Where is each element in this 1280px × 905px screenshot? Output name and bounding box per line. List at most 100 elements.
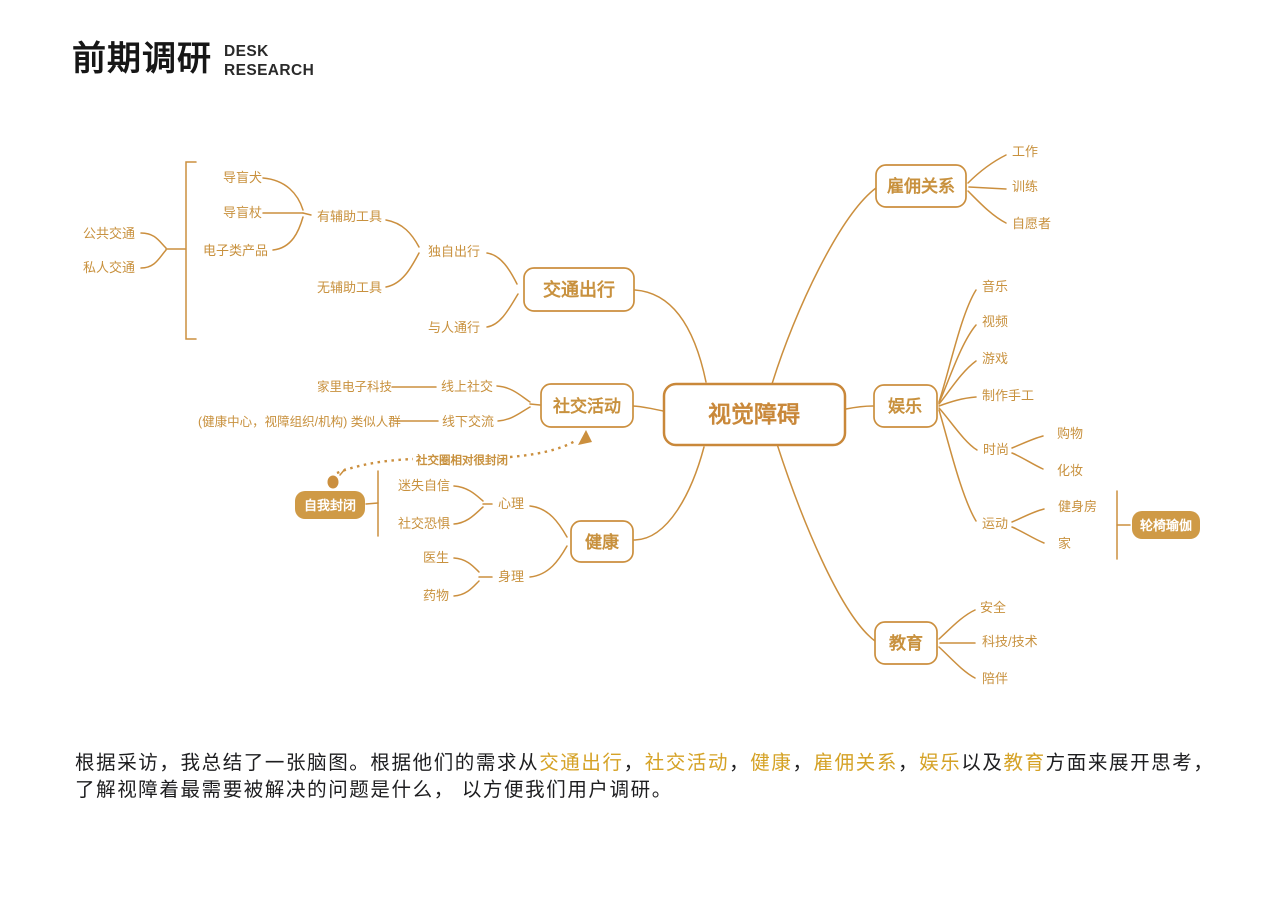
transport-box	[523, 267, 635, 312]
connector	[938, 646, 976, 679]
node-sports: 运动	[982, 516, 1008, 531]
node-mental: 心理	[498, 496, 524, 511]
connector	[938, 396, 977, 407]
connector	[262, 177, 304, 211]
connector	[140, 232, 167, 249]
connector	[385, 252, 420, 288]
connector	[967, 154, 1007, 184]
node-training: 训练	[1012, 179, 1038, 194]
node-guide-dog: 导盲犬	[223, 170, 262, 185]
keyword-health: 健康	[750, 751, 793, 774]
connector	[633, 446, 705, 541]
connector	[967, 190, 1007, 224]
bracket-left	[185, 161, 197, 340]
keyword-social: 社交活动	[644, 751, 730, 774]
keyword-transport: 交通出行	[539, 751, 624, 774]
connector	[938, 324, 977, 404]
connector	[634, 289, 707, 383]
summary-paragraph: 根据采访，我总结了一张脑图。根据他们的需求从交通出行，社交活动，健康，雇佣关系，…	[75, 750, 1215, 804]
connector	[776, 443, 876, 642]
node-education: 教育	[888, 633, 923, 653]
closed-circle-note: 社交圈相对很封闭	[415, 453, 508, 467]
node-music: 音乐	[982, 279, 1008, 294]
node-physiology: 身理	[498, 569, 524, 584]
node-self-closed: 自我封闭	[304, 498, 356, 513]
paragraph-segment: ，	[792, 751, 814, 774]
connector	[632, 405, 664, 412]
connector	[938, 289, 977, 403]
node-handcraft: 制作手工	[982, 388, 1034, 403]
keyword-education: 教育	[1003, 751, 1046, 774]
education-box	[874, 621, 938, 665]
connector	[1011, 435, 1044, 449]
subtitle-line1: DESK	[224, 43, 269, 60]
node-wheelchair-yoga: 轮椅瑜伽	[1140, 518, 1192, 533]
node-makeup: 化妆	[1057, 463, 1083, 478]
connector	[486, 252, 518, 285]
connector	[486, 293, 519, 328]
node-home: 家	[1058, 536, 1071, 551]
node-technology: 科技/技术	[982, 634, 1038, 649]
connector	[302, 212, 312, 216]
node-shopping: 购物	[1057, 426, 1083, 441]
node-home-tech: 家里电子科技	[317, 379, 393, 394]
connector	[365, 502, 379, 505]
connector	[497, 406, 531, 422]
connector	[968, 186, 1007, 190]
node-health: 健康	[585, 532, 620, 552]
connector	[496, 385, 531, 403]
node-fashion: 时尚	[983, 442, 1009, 457]
connector	[385, 219, 420, 248]
connector	[529, 505, 568, 538]
entertainment-box	[873, 384, 938, 428]
connector	[1011, 526, 1045, 544]
employment-box	[875, 164, 967, 208]
arrowhead-icon	[578, 430, 592, 445]
node-with-tools: 有辅助工具	[317, 209, 382, 224]
node-offline-social: 线下交流	[442, 414, 494, 429]
node-with-people: 与人通行	[428, 320, 480, 335]
connector	[938, 609, 976, 640]
center-box	[662, 382, 847, 447]
node-online-social: 线上社交	[441, 379, 493, 394]
health-box	[570, 520, 634, 563]
connector	[453, 485, 484, 502]
node-guide-cane: 导盲杖	[223, 205, 262, 220]
connector	[453, 557, 480, 573]
node-electronics: 电子类产品	[203, 243, 268, 258]
dotted-arrow-segment	[509, 439, 576, 459]
connector	[938, 409, 977, 522]
node-without-tools: 无辅助工具	[317, 280, 382, 295]
connector	[1011, 452, 1044, 470]
node-social-fear: 社交恐惧	[398, 516, 450, 531]
node-transport: 交通出行	[543, 279, 615, 300]
page-title: 前期调研	[72, 40, 212, 78]
node-gym: 健身房	[1058, 499, 1097, 514]
node-employment: 雇佣关系	[887, 176, 955, 196]
header: 前期调研 DESK RESEARCH	[72, 40, 314, 80]
connector	[453, 506, 484, 525]
node-social: 社交活动	[552, 396, 621, 416]
connector	[529, 545, 568, 578]
page-subtitle: DESK RESEARCH	[224, 42, 314, 80]
arrow-origin-dot	[327, 475, 339, 489]
paragraph-segment: ，	[729, 751, 751, 774]
connector	[1011, 508, 1045, 523]
connector	[140, 249, 167, 269]
node-companionship: 陪伴	[982, 671, 1008, 686]
node-entertainment: 娱乐	[888, 396, 922, 416]
self-closed-box	[295, 491, 365, 519]
node-doctor: 医生	[423, 550, 449, 565]
connector	[529, 403, 541, 406]
paragraph-segment: 方面来展开思考，了解视障着最需要被解决的问题是什么， 以方便我们用户调研。	[75, 751, 1215, 801]
connector	[272, 216, 304, 251]
node-public-transport: 公共交通	[83, 226, 135, 241]
social-box	[540, 383, 634, 428]
node-video: 视频	[982, 314, 1008, 329]
node-center: 视觉障碍	[708, 401, 800, 427]
paragraph-segment: 根据采访，我总结了一张脑图。根据他们的需求从	[75, 751, 540, 774]
wheelchair-yoga-box	[1132, 511, 1200, 539]
dotted-arrow-segment	[336, 457, 414, 475]
connector	[938, 407, 978, 451]
